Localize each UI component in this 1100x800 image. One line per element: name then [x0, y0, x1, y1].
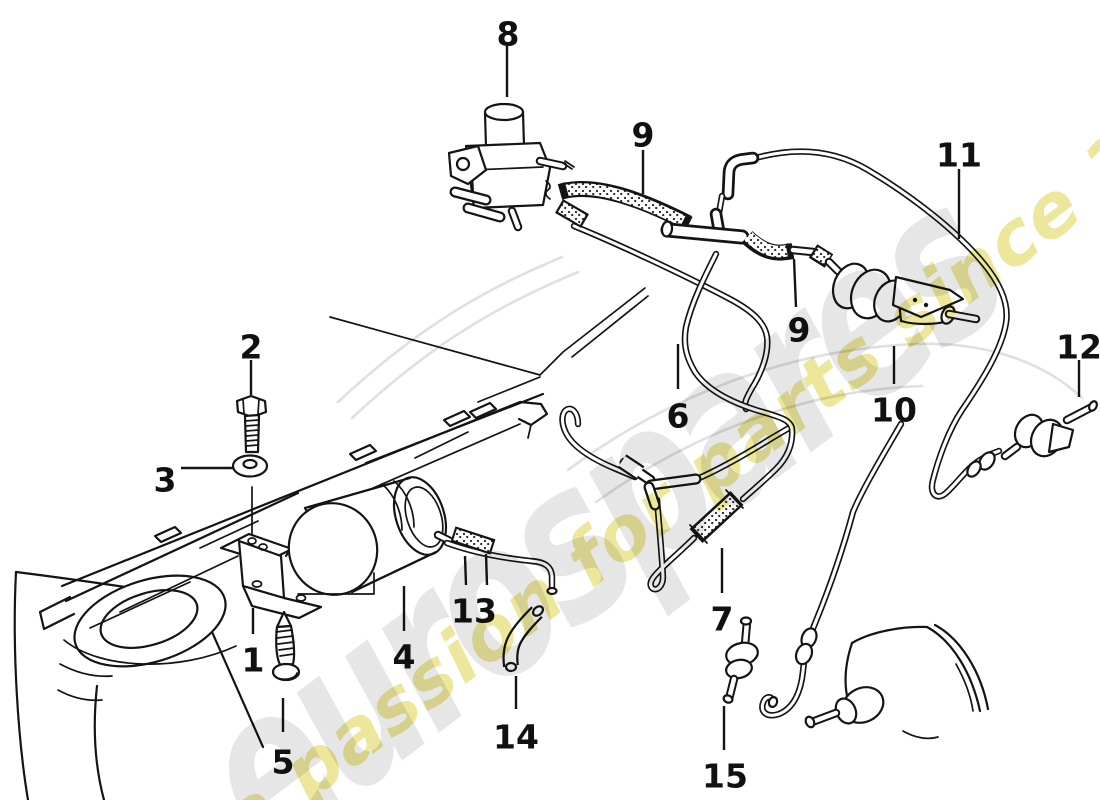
washer [231, 454, 269, 478]
callout-leader-13 [463, 555, 468, 586]
grommet-valve [804, 686, 885, 729]
check-valve-10 [827, 258, 976, 326]
chassis-rail [38, 287, 649, 631]
hose-9-lower [741, 230, 834, 268]
callout-7: 7 [711, 600, 734, 639]
callout-8: 8 [497, 15, 520, 54]
spring-mark [545, 180, 551, 200]
vacuum-pipe-from-valve [574, 226, 767, 409]
flow-direction-tag [891, 275, 965, 319]
rail-tab [153, 525, 183, 544]
callout-1: 1 [242, 641, 265, 680]
callout-9: 9 [788, 311, 811, 350]
rail-tab [468, 401, 498, 420]
hose-14 [502, 605, 545, 673]
callout-14: 14 [493, 718, 539, 757]
hose-9-upper [557, 180, 693, 232]
callout-2: 2 [240, 328, 263, 367]
line-to-grommet [762, 424, 901, 715]
rail-tab [442, 409, 472, 428]
callout-13: 13 [451, 592, 497, 631]
solenoid-valve-8 [447, 102, 575, 227]
bracket [219, 486, 323, 620]
callout-5: 5 [272, 743, 295, 782]
t-connector [661, 214, 742, 237]
callout-15: 15 [702, 757, 748, 796]
inline-filter-7 [689, 489, 744, 544]
vacuum-valve-12 [966, 400, 1098, 478]
rail-tab [348, 443, 378, 462]
callout-4: 4 [393, 638, 416, 677]
callout-12: 12 [1056, 328, 1100, 367]
line-fitting [794, 642, 814, 666]
fuel-tank [13, 570, 265, 800]
callout-10: 10 [871, 391, 917, 430]
callout-6: 6 [667, 397, 690, 436]
tapping-screw [271, 610, 301, 682]
rear-panel [844, 623, 990, 740]
filler-ring-inner [99, 589, 199, 649]
callout-3: 3 [154, 461, 177, 500]
canister-outlet-pipe [447, 543, 558, 596]
callout-leader-13 [484, 553, 489, 586]
valve-outlet-hose-stub [555, 199, 589, 228]
y-connector [617, 454, 696, 505]
elbow-connector [719, 158, 753, 213]
canister [287, 476, 455, 596]
callout-11: 11 [936, 136, 982, 175]
hose-13 [450, 526, 496, 555]
vacuum-valve-15 [722, 616, 759, 704]
callout-leader-9 [792, 258, 798, 308]
threaded-tip [562, 160, 575, 170]
hex-bolt [235, 394, 268, 454]
callout-9: 9 [632, 116, 655, 155]
